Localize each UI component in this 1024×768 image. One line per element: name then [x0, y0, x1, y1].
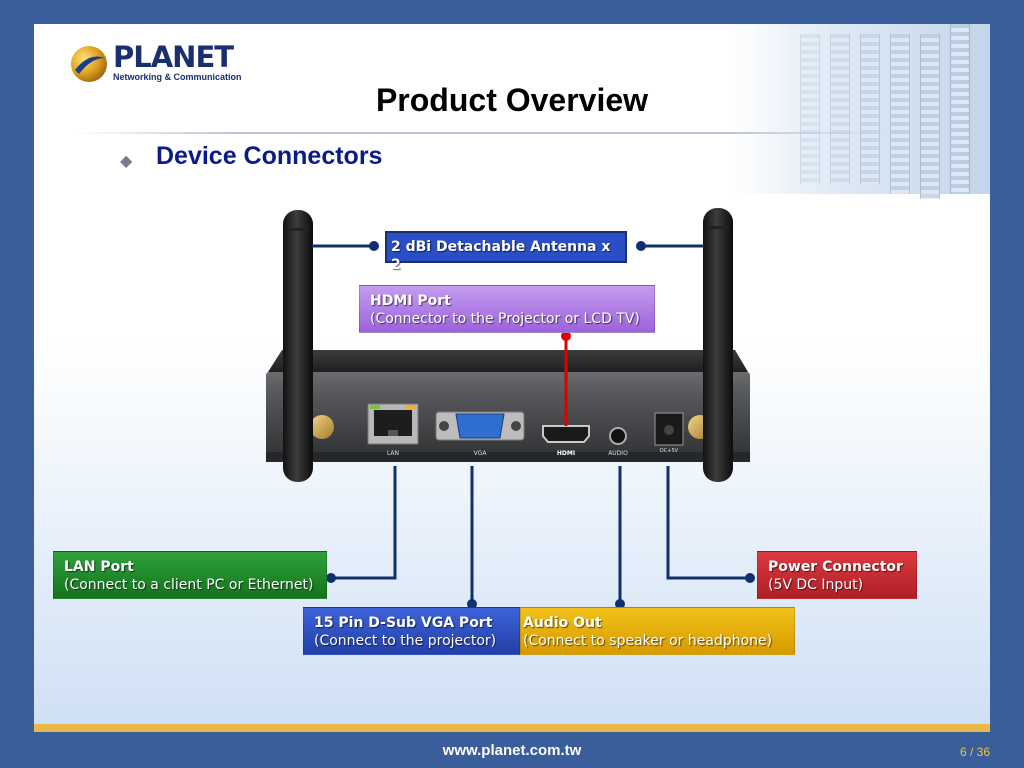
hdmi-port-label: HDMI	[557, 450, 575, 457]
callout-lan: LAN Port (Connect to a client PC or Ethe…	[53, 551, 327, 599]
title-divider	[74, 132, 894, 134]
callout-audio-subtitle: (Connect to speaker or headphone)	[523, 633, 773, 649]
footer-accent-bar	[34, 724, 990, 732]
callout-antenna-title: 2 dBi Detachable Antenna x 2	[391, 239, 611, 273]
hdmi-port-icon	[542, 425, 590, 443]
callout-antenna: 2 dBi Detachable Antenna x 2	[385, 231, 627, 273]
page-number: 6 / 36	[959, 745, 990, 759]
callout-vga: 15 Pin D-Sub VGA Port (Connect to the pr…	[303, 607, 520, 655]
callout-hdmi: HDMI Port (Connector to the Projector or…	[359, 285, 655, 333]
lan-port-label: LAN	[387, 450, 399, 457]
server-rack-background	[730, 24, 990, 199]
dc-power-jack-icon	[654, 412, 684, 446]
device-top-panel	[268, 350, 748, 372]
callout-power-title: Power Connector	[768, 559, 903, 575]
planet-globe-icon	[71, 46, 107, 82]
callout-lan-title: LAN Port	[64, 559, 134, 575]
callout-audio: Audio Out (Connect to speaker or headpho…	[520, 607, 795, 655]
antenna-left-icon	[283, 210, 313, 482]
vga-port-icon	[435, 411, 525, 441]
callout-vga-title: 15 Pin D-Sub VGA Port	[314, 615, 493, 631]
antenna-connector-left-icon	[310, 415, 334, 439]
footer-url: www.planet.com.tw	[442, 742, 582, 759]
page-title: Product Overview	[375, 82, 649, 118]
audio-port-label: AUDIO	[608, 450, 628, 457]
lan-port-icon	[367, 403, 419, 445]
logo-wordmark: PLANET	[113, 40, 234, 74]
callout-power: Power Connector (5V DC Input)	[757, 551, 917, 599]
diamond-bullet-icon: ◆	[120, 151, 133, 170]
callout-hdmi-title: HDMI Port	[370, 293, 451, 309]
callout-vga-subtitle: (Connect to the projector)	[314, 633, 497, 649]
planet-logo: PLANET Networking & Communication	[69, 40, 242, 86]
callout-power-subtitle: (5V DC Input)	[768, 577, 864, 593]
vga-port-label: VGA	[474, 450, 488, 457]
audio-jack-icon	[609, 427, 627, 445]
callout-hdmi-subtitle: (Connector to the Projector or LCD TV)	[370, 311, 640, 327]
callout-lan-subtitle: (Connect to a client PC or Ethernet)	[64, 577, 314, 593]
callout-audio-title: Audio Out	[523, 615, 602, 631]
antenna-right-icon	[703, 208, 733, 482]
logo-tagline: Networking & Communication	[113, 72, 242, 82]
dc-port-label: DC+5V	[660, 448, 679, 454]
section-heading: Device Connectors	[156, 142, 383, 170]
